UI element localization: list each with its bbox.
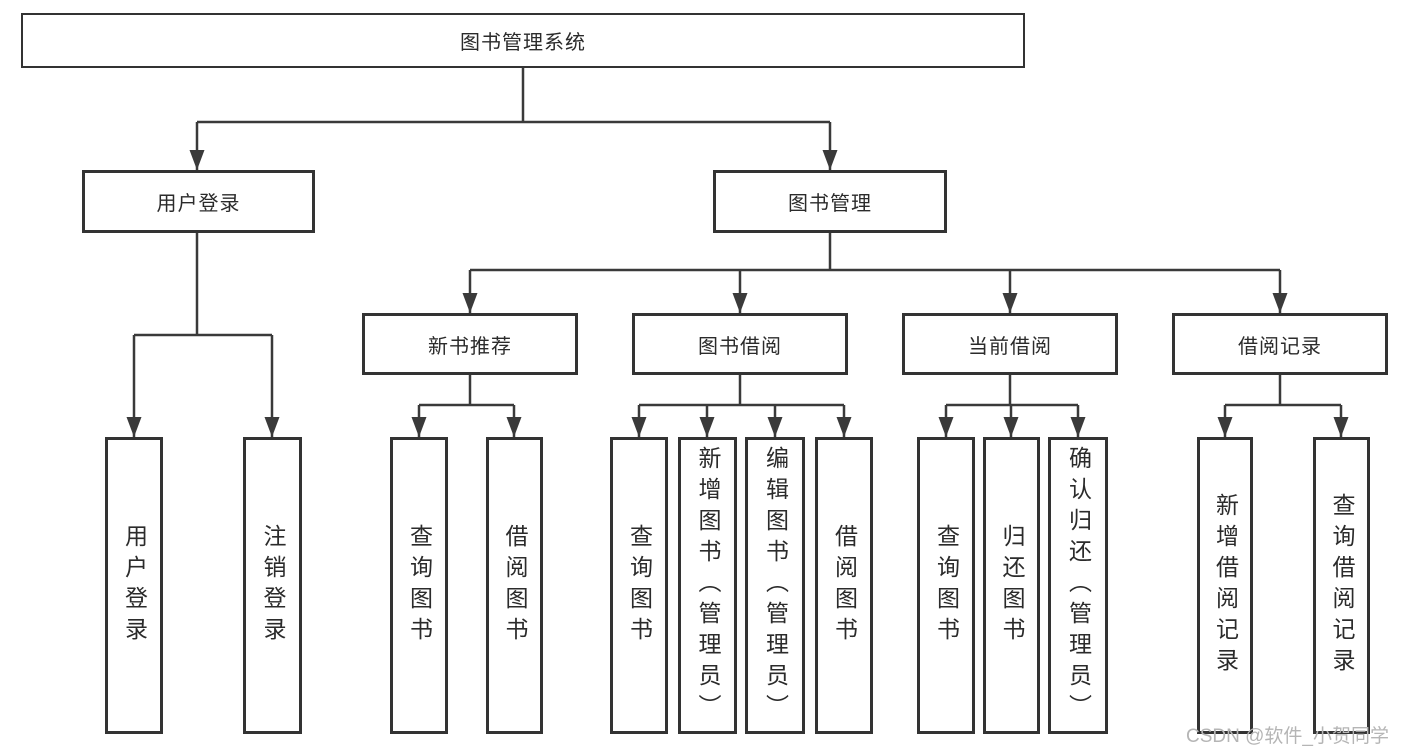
leaf-query-book-borrow-label: 查询图书 [626, 523, 653, 648]
node-library-system: 图书管理系统 [21, 13, 1025, 68]
leaf-add-borrow-record: 新增借阅记录 [1197, 437, 1253, 734]
node-current-borrow: 当前借阅 [902, 313, 1118, 375]
leaf-logout: 注销登录 [243, 437, 302, 734]
leaf-add-borrow-record-label: 新增借阅记录 [1212, 492, 1239, 679]
leaf-query-borrow-record: 查询借阅记录 [1313, 437, 1370, 734]
leaf-user-login: 用户登录 [105, 437, 163, 734]
node-new-book-recommend: 新书推荐 [362, 313, 578, 375]
leaf-query-book-recommend: 查询图书 [390, 437, 448, 734]
leaf-borrow-book-label: 借阅图书 [831, 523, 858, 648]
csdn-watermark: CSDN @软件_小贺同学 [1186, 726, 1389, 747]
leaf-confirm-return-admin-label: 确认归还（管理员） [1065, 446, 1092, 725]
leaf-edit-book-admin-label: 编辑图书（管理员） [762, 446, 789, 725]
leaf-logout-label: 注销登录 [260, 523, 286, 648]
leaf-query-book-current: 查询图书 [917, 437, 975, 734]
leaf-borrow-book-recommend-label: 借阅图书 [502, 523, 528, 648]
leaf-borrow-book-recommend: 借阅图书 [486, 437, 543, 734]
leaf-query-book-recommend-label: 查询图书 [406, 523, 433, 648]
leaf-query-book-borrow: 查询图书 [610, 437, 668, 734]
node-borrow-records: 借阅记录 [1172, 313, 1388, 375]
node-book-management: 图书管理 [713, 170, 947, 233]
leaf-query-borrow-record-label: 查询借阅记录 [1329, 492, 1355, 679]
node-user-login: 用户登录 [82, 170, 315, 233]
leaf-borrow-book: 借阅图书 [815, 437, 873, 734]
leaf-confirm-return-admin: 确认归还（管理员） [1048, 437, 1108, 734]
leaf-return-book-label: 归还图书 [999, 523, 1025, 648]
leaf-return-book: 归还图书 [983, 437, 1040, 734]
leaf-user-login-label: 用户登录 [121, 523, 148, 648]
leaf-query-book-current-label: 查询图书 [933, 523, 960, 648]
node-book-borrow: 图书借阅 [632, 313, 848, 375]
leaf-edit-book-admin: 编辑图书（管理员） [745, 437, 805, 734]
leaf-add-book-admin-label: 新增图书（管理员） [695, 446, 721, 725]
leaf-add-book-admin: 新增图书（管理员） [678, 437, 737, 734]
